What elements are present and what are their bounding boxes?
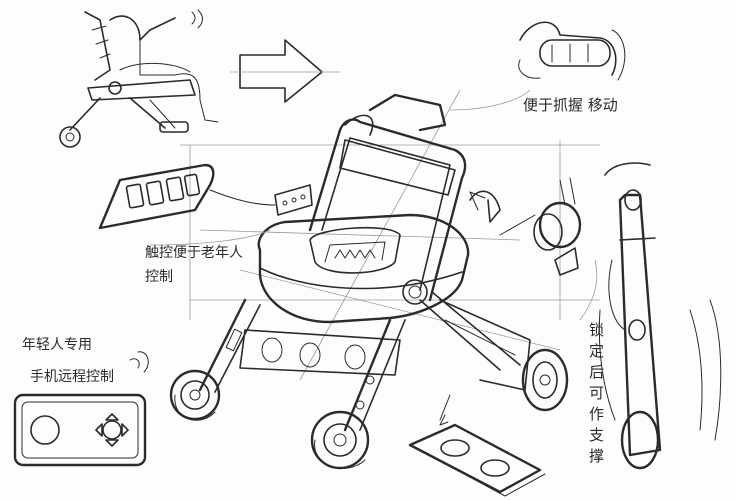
footplate-sketch: [408, 394, 546, 497]
annotation-touch-panel-line2: 控制: [145, 269, 173, 285]
handle-detail-sketch: [518, 21, 626, 81]
remote-sketch: [13, 351, 149, 467]
knob-detail-sketch: [499, 177, 582, 276]
annotation-remote-line2: 手机远程控制: [30, 369, 114, 385]
annotation-touch-panel-line1: 触控便于老年人: [145, 245, 243, 261]
annotation-lock-support: 锁定后可作支撑: [587, 322, 605, 469]
annotation-handle-move: 便于抓握 移动: [523, 96, 618, 114]
side-view-sketch: [59, 9, 219, 148]
leader-lines: [149, 89, 598, 321]
touch-panel-sketch: [98, 163, 276, 230]
annotation-remote-line1: 年轻人专用: [22, 337, 92, 353]
direction-arrow: [230, 39, 340, 103]
rotate-arrow-sketch: [469, 190, 501, 223]
walker-main-sketch: [169, 93, 569, 470]
lock-support-sketch: [598, 162, 722, 470]
construction-lines: [180, 89, 600, 381]
